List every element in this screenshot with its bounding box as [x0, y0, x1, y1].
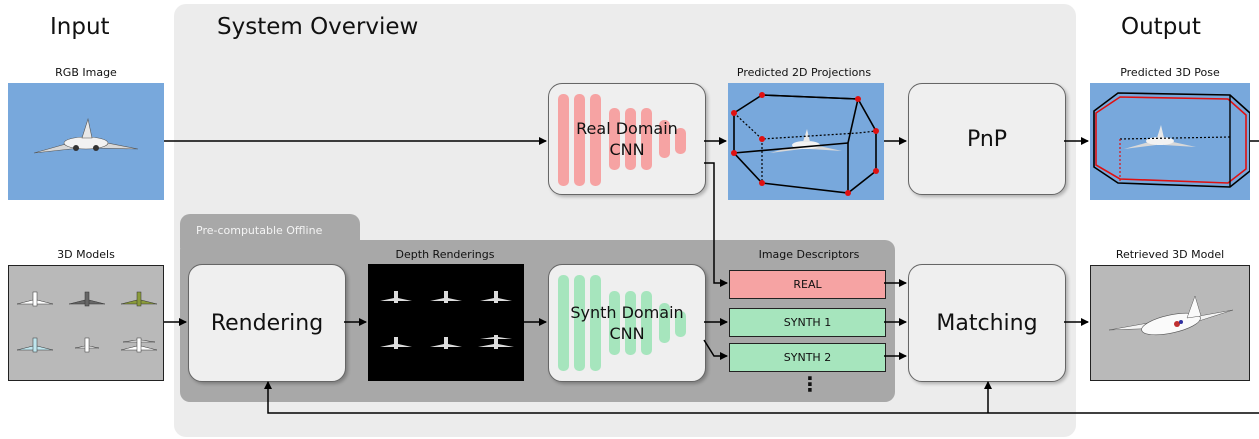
rgb-image: [8, 83, 164, 200]
depth-renderings-image: [368, 264, 524, 381]
airplane-icon: [1108, 295, 1234, 336]
synth-cnn-label-line1: Synth Domain: [570, 303, 684, 322]
models-3d-grid: [8, 265, 164, 381]
synth-cnn-label-line2: CNN: [609, 324, 645, 343]
cnn-layers-icon: [558, 94, 686, 186]
depth-thumbnails: [380, 291, 514, 349]
predicted-2d-caption: Predicted 2D Projections: [736, 66, 872, 79]
descriptor-synth-1: SYNTH 1: [729, 308, 886, 337]
models-3d-caption: 3D Models: [57, 248, 115, 261]
real-cnn-label-line1: Real Domain: [576, 119, 678, 138]
real-domain-cnn-block: Real Domain CNN: [548, 83, 706, 195]
predicted-3d-pose-caption: Predicted 3D Pose: [1120, 66, 1220, 79]
offline-label: Pre-computable Offline: [196, 224, 323, 237]
descriptor-real: REAL: [729, 270, 886, 299]
input-title: Input: [50, 14, 110, 40]
synth-domain-cnn-block: Synth Domain CNN: [548, 264, 706, 382]
predicted-2d-projections-image: [728, 83, 884, 200]
predicted-3d-pose-image: [1090, 83, 1250, 200]
model-thumbnails: [16, 291, 158, 353]
arrow-feedback-to-rendering: [264, 381, 1259, 414]
real-cnn-label-line2: CNN: [609, 140, 645, 159]
bounding-box-2d: [731, 92, 879, 196]
arrow-synth-cnn-to-synth2: [703, 339, 728, 360]
bounding-box-3d: [1093, 92, 1250, 188]
rgb-image-caption: RGB Image: [55, 66, 117, 79]
overview-title: System Overview: [217, 14, 419, 40]
descriptor-ellipsis: ⋮: [800, 372, 820, 396]
retrieved-3d-model-caption: Retrieved 3D Model: [1115, 248, 1225, 261]
airplane-icon: [33, 117, 139, 154]
image-descriptors-caption: Image Descriptors: [758, 248, 860, 261]
matching-block: Matching: [908, 264, 1066, 382]
descriptor-synth-2: SYNTH 2: [729, 343, 886, 372]
cnn-layers-icon: [558, 275, 686, 371]
output-title: Output: [1121, 14, 1201, 40]
arrow-real-cnn-to-real-descriptor: [704, 162, 728, 287]
pnp-block: PnP: [908, 83, 1066, 195]
depth-renderings-caption: Depth Renderings: [395, 248, 495, 261]
retrieved-3d-model-image: [1090, 265, 1250, 381]
